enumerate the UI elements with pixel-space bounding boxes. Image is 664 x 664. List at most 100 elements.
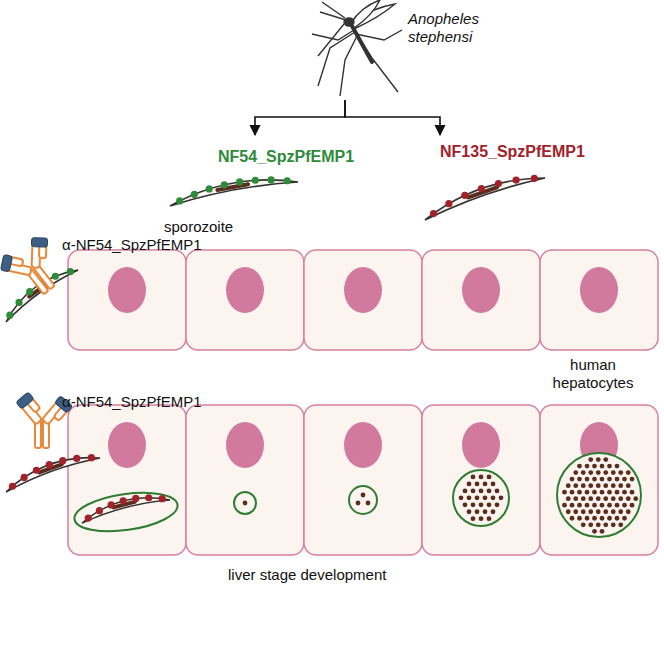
merozoite-dot — [615, 516, 620, 521]
hepatocyte — [304, 405, 422, 555]
merozoite-dot — [588, 470, 593, 475]
merozoite-dot — [618, 522, 623, 527]
branch-arrow — [345, 100, 440, 135]
surface-protein-dot — [176, 197, 183, 204]
merozoite-dot — [491, 509, 496, 514]
merozoite-dot — [600, 477, 605, 482]
surface-protein-dot — [9, 483, 16, 490]
hepatocyte — [186, 405, 304, 555]
merozoite-dot — [607, 490, 612, 495]
merozoite-dot — [566, 483, 571, 488]
merozoite-dot — [585, 490, 590, 495]
hepatocyte-nucleus — [462, 422, 500, 468]
merozoite-dot — [611, 470, 616, 475]
hepatocyte — [540, 405, 658, 555]
merozoite-dot — [467, 482, 472, 487]
merozoite-dot — [603, 483, 608, 488]
merozoite-dot — [600, 464, 605, 469]
merozoite-dot — [626, 509, 631, 514]
mosquito-figure — [312, 0, 402, 96]
merozoite-dot — [463, 488, 468, 493]
antibody-label: α-NF54_SpzPfEMP1 — [62, 236, 202, 254]
merozoite-dot — [463, 502, 468, 507]
surface-protein-dot — [132, 495, 139, 502]
hepatocyte-nucleus — [226, 422, 264, 468]
merozoite-dot — [570, 490, 575, 495]
antibody-label: α-NF54_SpzPfEMP1 — [62, 393, 202, 411]
merozoite-dot — [479, 475, 484, 480]
merozoite-dot — [581, 470, 586, 475]
sporozoite-body — [170, 180, 298, 206]
merozoite-dot — [581, 522, 586, 527]
merozoite-dot — [603, 496, 608, 501]
merozoite-dot — [596, 509, 601, 514]
merozoite-dot — [366, 501, 371, 506]
merozoite-dot — [596, 457, 601, 462]
merozoite-dot — [596, 483, 601, 488]
merozoite-dot — [479, 488, 484, 493]
merozoite-dot — [356, 501, 361, 506]
hepatocyte-nucleus — [580, 267, 618, 313]
surface-protein-dot — [478, 185, 485, 192]
branch-arrow — [255, 100, 345, 135]
merozoite-dot — [475, 482, 480, 487]
merozoite-dot — [581, 509, 586, 514]
surface-protein-dot — [52, 273, 59, 280]
surface-protein-dot — [108, 501, 115, 508]
surface-protein-dot — [85, 514, 92, 521]
surface-protein-dot — [206, 185, 213, 192]
merozoite-dot — [467, 509, 472, 514]
stage-caption: liver stage development — [228, 566, 386, 584]
merozoite-dot — [622, 516, 627, 521]
sporozoite-nf54: NF54_SpzPfEMP1sporozoite — [150, 135, 395, 240]
merozoite-dot — [479, 502, 484, 507]
merozoite-dot — [607, 477, 612, 482]
mosquito-source: Anopheles stephensi — [300, 0, 532, 100]
surface-protein-dot — [221, 181, 228, 188]
surface-protein-dot — [445, 200, 452, 207]
sporozoite-body — [82, 498, 170, 523]
liver-stage-parasite — [453, 470, 509, 526]
merozoite-dot — [573, 496, 578, 501]
merozoite-dot — [495, 502, 500, 507]
merozoite-dot — [585, 477, 590, 482]
merozoite-dot — [603, 509, 608, 514]
surface-protein-dot — [26, 288, 33, 295]
merozoite-dot — [471, 475, 476, 480]
merozoite-dot — [491, 495, 496, 500]
merozoite-dot — [611, 496, 616, 501]
merozoite-dot — [487, 475, 492, 480]
merozoite-dot — [615, 464, 620, 469]
antibody-tip — [31, 238, 47, 248]
merozoite-dot — [562, 503, 567, 508]
merozoite-dot — [467, 495, 472, 500]
sporozoite-figure — [425, 175, 545, 220]
node-title: NF54_SpzPfEMP1 — [218, 147, 354, 166]
merozoite-dot — [600, 503, 605, 508]
surface-protein-dot — [15, 299, 22, 306]
merozoite-dot — [630, 503, 635, 508]
merozoite-dot — [577, 464, 582, 469]
merozoite-dot — [607, 516, 612, 521]
merozoite-dot — [611, 483, 616, 488]
surface-protein-dot — [59, 457, 66, 464]
hepatocyte — [68, 405, 186, 555]
merozoite-dot — [600, 529, 605, 534]
merozoite-dot — [618, 509, 623, 514]
hepatocyte — [186, 250, 304, 350]
node-title: NF135_SpzPfEMP1 — [440, 142, 585, 161]
merozoite-dot — [592, 516, 597, 521]
merozoite-dot — [615, 477, 620, 482]
merozoite-dot — [479, 516, 484, 521]
merozoite-dot — [592, 490, 597, 495]
merozoite-dot — [622, 477, 627, 482]
hepatocyte-nucleus — [226, 267, 264, 313]
node-title: Anopheles stephensi — [408, 10, 528, 46]
merozoite-dot — [600, 490, 605, 495]
surface-protein-dot — [284, 177, 291, 184]
merozoite-dot — [471, 502, 476, 507]
merozoite-dot — [577, 516, 582, 521]
merozoite-dot — [581, 483, 586, 488]
